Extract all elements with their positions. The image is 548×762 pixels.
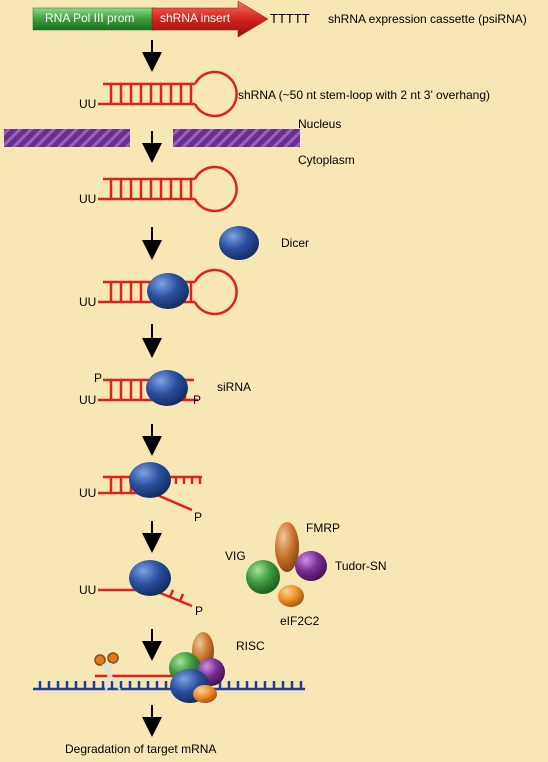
insert-arrow xyxy=(151,0,269,38)
sirna-label: siRNA xyxy=(217,380,252,394)
guide-strand xyxy=(98,560,193,608)
tudor-sn-label: Tudor-SN xyxy=(335,559,387,573)
expression-cassette xyxy=(32,0,269,38)
sirna-duplex xyxy=(98,370,198,406)
vig-label: VIG xyxy=(225,549,246,563)
phosphate-label: P xyxy=(195,604,204,618)
uu-label: UU xyxy=(79,295,97,309)
nuclear-membrane-left xyxy=(4,129,130,147)
fmrp-protein xyxy=(275,522,299,572)
dicer-bound xyxy=(147,273,189,309)
uu-label: UU xyxy=(79,192,97,206)
promoter-label: RNA Pol III prom xyxy=(45,11,135,25)
dicer-sirna xyxy=(146,370,188,406)
phosphate-label: P xyxy=(194,510,203,524)
eif2c2-label: eIF2C2 xyxy=(280,614,320,628)
cassette-description: shRNA expression cassette (psiRNA) xyxy=(328,12,527,26)
uu-label: UU xyxy=(79,393,97,407)
dicer-unwind xyxy=(129,462,171,498)
uu-label: UU xyxy=(79,583,97,597)
insert-label: shRNA insert xyxy=(160,11,231,25)
dicer-label: Dicer xyxy=(281,236,310,250)
risc-label: RISC xyxy=(236,639,265,653)
phosphate-label: P xyxy=(94,371,103,385)
sirna-unwinding xyxy=(98,462,202,512)
vig-protein xyxy=(246,560,280,594)
dicer-guide xyxy=(129,560,171,596)
scissors-icon xyxy=(94,652,122,691)
phosphate-label: P xyxy=(193,393,202,407)
nucleus-label: Nucleus xyxy=(298,117,342,131)
shrna-dicer-complex xyxy=(98,268,238,316)
dicer-protein xyxy=(219,226,259,260)
uu-label: UU xyxy=(79,486,97,500)
risc-eif2c2 xyxy=(193,685,217,703)
nuclear-membrane-right xyxy=(173,129,300,147)
mrna-cleavage xyxy=(33,632,305,703)
terminator-label: TTTTT xyxy=(270,11,310,26)
shrna-hairpin-nuclear xyxy=(98,70,238,118)
risc-proteins xyxy=(246,522,327,607)
fmrp-label: FMRP xyxy=(306,521,340,535)
uu-label: UU xyxy=(79,97,97,111)
degradation-label: Degradation of target mRNA xyxy=(65,742,217,756)
eif2c2-protein xyxy=(278,585,304,607)
cytoplasm-label: Cytoplasm xyxy=(298,153,355,167)
shrna-description: shRNA (~50 nt stem-loop with 2 nt 3’ ove… xyxy=(238,88,491,102)
shrna-hairpin-cytoplasm xyxy=(98,165,238,213)
tudor-sn-protein xyxy=(295,551,327,581)
